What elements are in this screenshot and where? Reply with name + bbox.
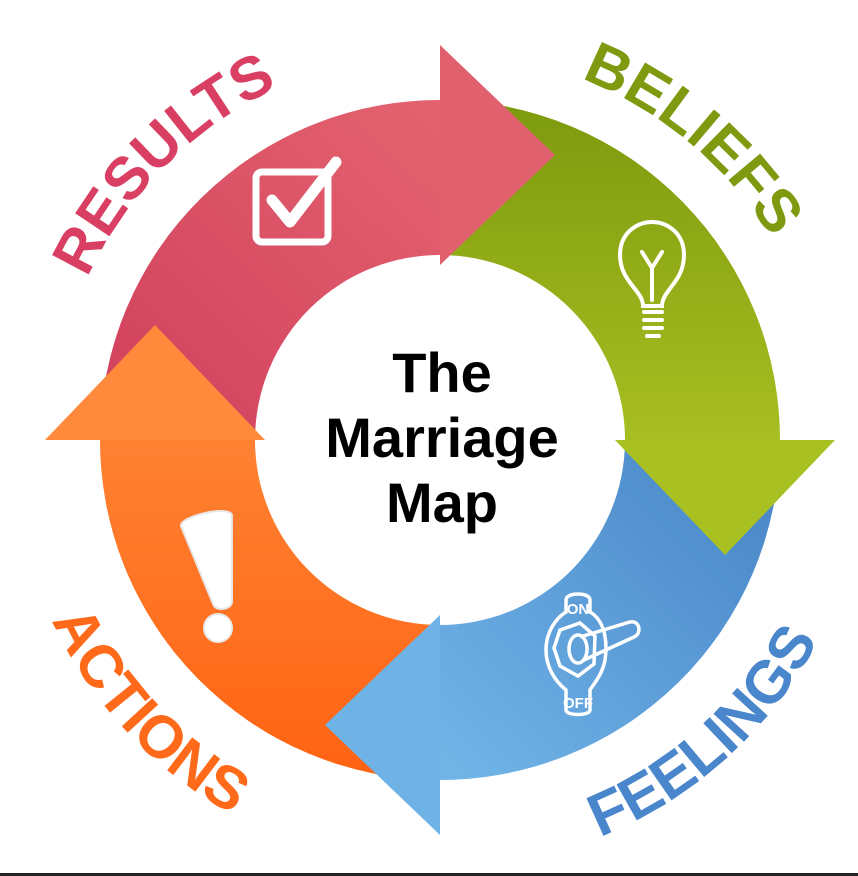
checkbox-icon: [252, 156, 342, 246]
beliefs-arrow-body: [440, 100, 780, 446]
toggle-off-label: OFF: [563, 695, 593, 712]
exclamation-icon: [179, 510, 233, 643]
lightbulb-icon: [617, 219, 687, 338]
results-arrow-head: [440, 45, 555, 265]
title-line-2: Marriage: [325, 406, 558, 469]
toggle-switch-icon: ON OFF: [544, 592, 641, 717]
beliefs-arrow-head: [615, 440, 835, 555]
title-line-3: Map: [386, 471, 498, 534]
toggle-on-label: ON: [567, 601, 590, 618]
results-arrow-body: [100, 100, 446, 440]
feelings-arrow-head: [325, 615, 440, 835]
title-line-1: The: [392, 341, 492, 404]
bottom-border: [0, 873, 858, 876]
feelings-arrow-body: [434, 440, 780, 780]
actions-arrow-head: [45, 325, 265, 440]
